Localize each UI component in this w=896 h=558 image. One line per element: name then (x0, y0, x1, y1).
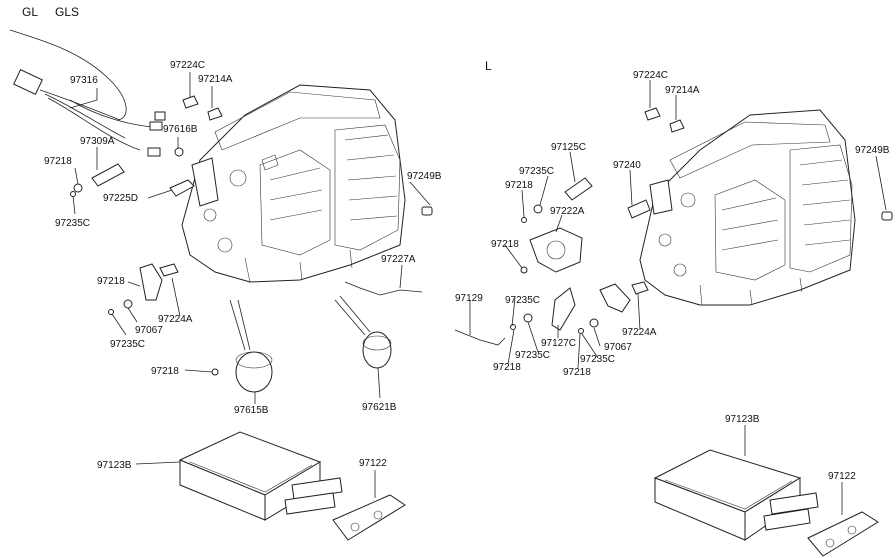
label-97235c-l-c: 97235C (515, 350, 550, 361)
label-97249b-gl: 97249B (407, 171, 442, 182)
label-97235c-gl-b: 97235C (110, 339, 145, 350)
left-heater-housing (181, 84, 406, 283)
left-small-parts (70, 95, 433, 376)
label-97249b-l: 97249B (855, 145, 890, 156)
label-97214a-gl: 97214A (198, 74, 233, 85)
label-97214a-l: 97214A (665, 85, 700, 96)
label-97240: 97240 (613, 160, 641, 171)
label-97067-gl: 97067 (135, 325, 163, 336)
label-97122-gl: 97122 (359, 458, 387, 469)
right-small-parts (454, 107, 893, 346)
right-bracket-97122 (807, 511, 879, 557)
label-97235c-l-d: 97235C (580, 354, 615, 365)
label-97224a-l: 97224A (622, 327, 657, 338)
label-97123b-gl: 97123B (97, 460, 132, 471)
label-97123b-l: 97123B (725, 414, 760, 425)
label-97225d: 97225D (103, 193, 138, 204)
label-97235c-l-b: 97235C (505, 295, 540, 306)
label-97224a-gl: 97224A (158, 314, 193, 325)
label-97218-gl-b: 97218 (97, 276, 125, 287)
header-gls: GLS (55, 5, 79, 19)
label-97224c-gl: 97224C (170, 60, 205, 71)
label-97227a: 97227A (381, 254, 416, 265)
label-97218-l-c: 97218 (493, 362, 521, 373)
left-heater-core-97123b (178, 431, 343, 521)
left-bracket-97122 (332, 494, 406, 541)
right-leader-lines (469, 80, 887, 515)
header-gl: GL (22, 5, 38, 19)
label-97235c-gl-a: 97235C (55, 218, 90, 229)
label-97127c: 97127C (541, 338, 576, 349)
label-97235c-l-a: 97235C (519, 166, 554, 177)
right-heater-housing (639, 109, 856, 306)
left-wiring-harness (9, 29, 166, 157)
label-97218-l-d: 97218 (563, 367, 591, 378)
label-97222a: 97222A (550, 206, 585, 217)
right-heater-core-97123b (653, 449, 819, 541)
label-97224c-l: 97224C (633, 70, 668, 81)
label-97309a: 97309A (80, 136, 115, 147)
header-l: L (485, 59, 492, 73)
label-97218-gl-c: 97218 (151, 366, 179, 377)
label-97218-l-b: 97218 (491, 239, 519, 250)
label-97125c: 97125C (551, 142, 586, 153)
left-leader-lines (69, 72, 431, 498)
label-97218-gl-a: 97218 (44, 156, 72, 167)
label-97218-l-a: 97218 (505, 180, 533, 191)
label-97615b: 97615B (234, 405, 269, 416)
label-97316: 97316 (70, 75, 98, 86)
label-97067-l: 97067 (604, 342, 632, 353)
left-vacuum-actuator-97621b (334, 295, 392, 369)
label-97129: 97129 (455, 293, 483, 304)
label-97621b: 97621B (362, 402, 397, 413)
label-97616b: 97616B (163, 124, 198, 135)
label-97122-l: 97122 (828, 471, 856, 482)
left-vacuum-actuator-97615b (229, 299, 273, 393)
